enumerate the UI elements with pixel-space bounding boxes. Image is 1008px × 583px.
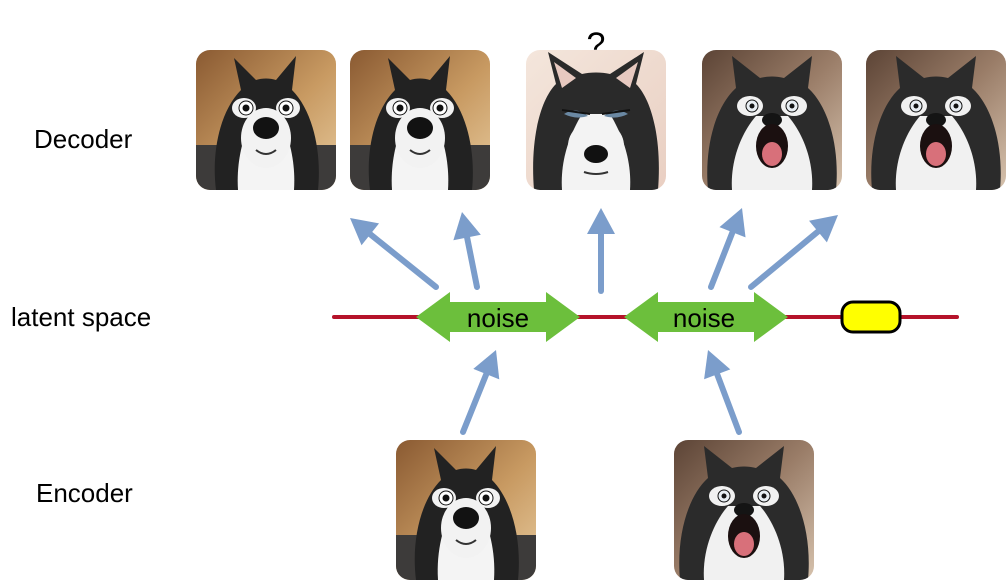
noise-label-left: noise <box>467 303 529 333</box>
arrow-to-decoded-5 <box>748 215 838 290</box>
noise-arrow-left: noise <box>416 292 580 342</box>
decoded-image-surprised-husky-1 <box>196 50 336 190</box>
arrow-to-decoded-4 <box>708 208 746 290</box>
decoded-image-howling-husky-1 <box>702 50 842 190</box>
decoded-image-surprised-husky-2 <box>350 50 490 190</box>
arrow-to-decoded-2 <box>453 212 481 290</box>
decoder-label: Decoder <box>34 124 133 154</box>
latent-space-label: latent space <box>11 302 152 332</box>
noise-arrow-right: noise <box>624 292 788 342</box>
encoder-image-surprised-husky <box>396 440 536 580</box>
encoder-label: Encoder <box>36 478 133 508</box>
encoder-image-howling-husky <box>674 440 814 580</box>
arrow-to-decoded-1 <box>350 218 439 290</box>
arrow-to-decoded-3 <box>587 208 615 294</box>
arrow-encoder-left-up <box>460 350 500 435</box>
decoded-image-suspicious-husky <box>526 50 666 190</box>
decoded-image-howling-husky-2 <box>866 50 1006 190</box>
latent-point-marker <box>840 300 902 334</box>
noise-label-right: noise <box>673 303 735 333</box>
arrow-encoder-right-up <box>704 350 742 435</box>
arrow-group <box>350 208 838 435</box>
